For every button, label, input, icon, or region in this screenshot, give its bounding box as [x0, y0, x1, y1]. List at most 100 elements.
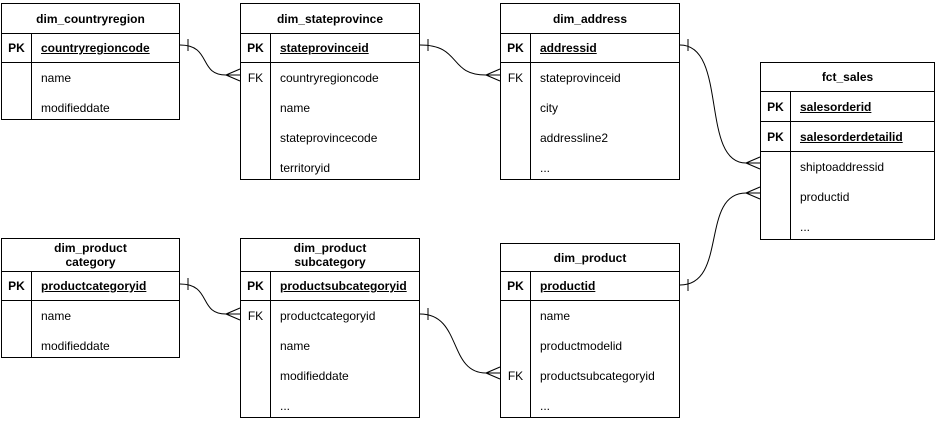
relationship-stateprovince-address[interactable] — [419, 39, 501, 82]
key-cell — [501, 153, 531, 179]
table-row: name — [241, 331, 419, 361]
field-name: addressid — [540, 41, 597, 55]
table-row: PK productsubcategoryid — [241, 272, 419, 301]
field-name: countryregioncode — [280, 71, 379, 85]
entity-dim-countryregion[interactable]: dim_countryregion PK countryregioncode n… — [1, 3, 180, 120]
table-row: ... — [241, 391, 419, 417]
field-name: productmodelid — [540, 339, 623, 353]
field-name: name — [540, 309, 571, 323]
table-row: territoryid — [241, 153, 419, 179]
relationship-line[interactable] — [179, 44, 227, 76]
table-row: PK productcategoryid — [2, 272, 179, 301]
key-cell — [761, 152, 791, 182]
field-name: modifieddate — [41, 339, 110, 353]
entity-dim-product[interactable]: dim_product PK productid name productmod… — [500, 243, 680, 418]
relationship-line[interactable] — [419, 313, 487, 374]
relationship-productcategory-productsubcategory[interactable] — [179, 278, 241, 321]
key-cell — [241, 361, 271, 391]
field-name: shiptoaddressid — [800, 160, 885, 174]
table-row: name — [2, 63, 179, 93]
field-name: city — [540, 101, 558, 115]
crows-foot-many-icon — [225, 307, 241, 321]
field-name: territoryid — [280, 161, 331, 175]
relationship-product-fctsales[interactable] — [679, 186, 761, 291]
relationship-line[interactable] — [179, 283, 227, 315]
entity-dim-productcategory[interactable]: dim_product category PK productcategoryi… — [1, 238, 180, 358]
entity-title: dim_product subcategory — [241, 239, 419, 272]
key-cell: PK — [2, 272, 32, 300]
table-row: modifieddate — [2, 331, 179, 357]
table-row: name — [2, 301, 179, 331]
table-row: ... — [501, 391, 679, 417]
field-name: ... — [540, 161, 551, 175]
relationship-line[interactable] — [679, 192, 747, 286]
entity-title: dim_address — [501, 4, 679, 34]
crows-foot-many-icon — [745, 156, 761, 170]
table-row: PK addressid — [501, 34, 679, 63]
key-cell — [501, 93, 531, 123]
crows-foot-many-icon — [745, 186, 761, 200]
field-name: name — [280, 339, 311, 353]
field-name: stateprovinceid — [540, 71, 621, 85]
field-name: name — [41, 71, 72, 85]
field-name: modifieddate — [280, 369, 349, 383]
table-row: FK productsubcategoryid — [501, 361, 679, 391]
table-row: FK countryregioncode — [241, 63, 419, 93]
field-name: addressline2 — [540, 131, 609, 145]
key-cell — [2, 93, 32, 119]
key-cell — [241, 331, 271, 361]
key-cell — [241, 93, 271, 123]
field-name: productsubcategoryid — [540, 369, 655, 383]
entity-title: dim_stateprovince — [241, 4, 419, 34]
field-name: stateprovinceid — [280, 41, 369, 55]
key-cell — [2, 63, 32, 93]
key-cell — [2, 331, 32, 357]
table-row: FK stateprovinceid — [501, 63, 679, 93]
field-name: stateprovincecode — [280, 131, 378, 145]
field-name: name — [280, 101, 311, 115]
entity-dim-address[interactable]: dim_address PK addressid FK stateprovinc… — [500, 3, 680, 180]
key-cell — [241, 391, 271, 417]
key-cell: PK — [501, 34, 531, 62]
table-row: ... — [761, 212, 934, 239]
table-row: PK countryregioncode — [2, 34, 179, 63]
key-cell — [501, 301, 531, 331]
entity-dim-productsubcategory[interactable]: dim_product subcategory PK productsubcat… — [240, 238, 420, 418]
field-name: productcategoryid — [41, 279, 147, 293]
entity-fct-sales[interactable]: fct_sales PK salesorderid PK salesorderd… — [760, 62, 935, 240]
key-cell — [501, 391, 531, 417]
table-row: stateprovincecode — [241, 123, 419, 153]
table-row: PK stateprovinceid — [241, 34, 419, 63]
relationship-line[interactable] — [679, 44, 747, 164]
table-row: productid — [761, 182, 934, 212]
key-cell: FK — [501, 63, 531, 93]
relationship-productsubcategory-product[interactable] — [419, 308, 501, 380]
relationship-address-fctsales[interactable] — [679, 39, 761, 170]
key-cell: FK — [501, 361, 531, 391]
field-name: productcategoryid — [280, 309, 376, 323]
field-name: ... — [280, 399, 291, 413]
relationship-countryregion-stateprovince[interactable] — [179, 39, 241, 82]
table-row: PK salesorderdetailid — [761, 122, 934, 152]
table-row: city — [501, 93, 679, 123]
relationship-line[interactable] — [419, 44, 487, 76]
key-cell: PK — [241, 34, 271, 62]
entity-title: fct_sales — [761, 63, 934, 92]
table-row: addressline2 — [501, 123, 679, 153]
entity-dim-stateprovince[interactable]: dim_stateprovince PK stateprovinceid FK … — [240, 3, 420, 180]
field-name: countryregioncode — [41, 41, 150, 55]
key-cell — [241, 123, 271, 153]
entity-title: dim_product — [501, 244, 679, 272]
field-name: ... — [800, 220, 811, 234]
crows-foot-many-icon — [225, 68, 241, 82]
table-row: productmodelid — [501, 331, 679, 361]
entity-title: dim_product category — [2, 239, 179, 272]
table-row: ... — [501, 153, 679, 179]
field-name: productsubcategoryid — [280, 279, 407, 293]
field-name: productid — [800, 190, 850, 204]
table-row: PK productid — [501, 272, 679, 301]
table-row: name — [241, 93, 419, 123]
table-row: FK productcategoryid — [241, 301, 419, 331]
field-name: salesorderdetailid — [800, 129, 903, 144]
